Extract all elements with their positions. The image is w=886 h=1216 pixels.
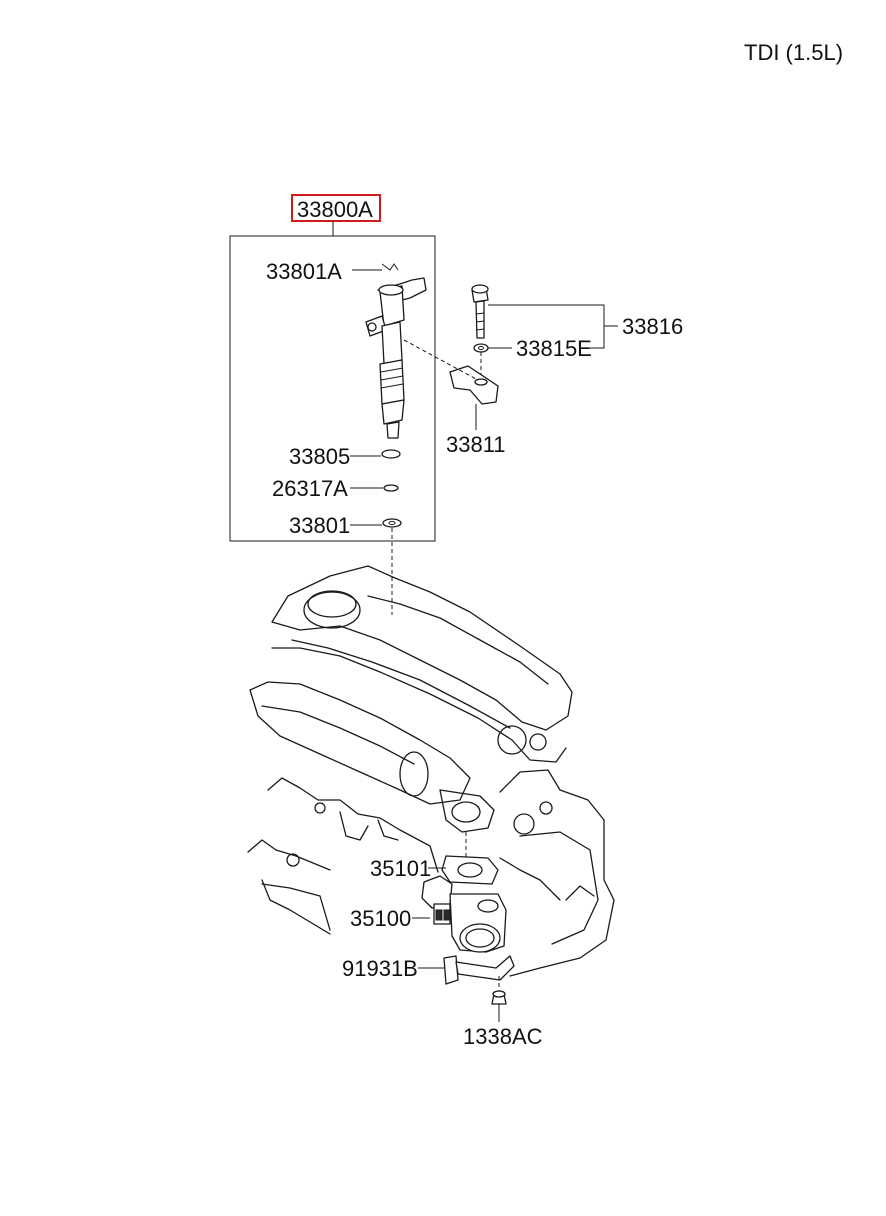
oring-26317A[interactable] xyxy=(383,484,399,492)
throttle-body-drawing[interactable] xyxy=(421,875,507,953)
part-label-33801A[interactable]: 33801A xyxy=(266,259,342,284)
bracket-drawing[interactable] xyxy=(443,955,515,985)
assembly-part-number[interactable]: 33800A xyxy=(297,197,373,222)
assembly-highlight-box[interactable] xyxy=(291,194,381,222)
part-label-33816[interactable]: 33816 xyxy=(622,314,683,339)
fuel-injector-drawing[interactable] xyxy=(365,277,427,439)
washer-33801[interactable] xyxy=(382,518,402,528)
clamp-bolt-drawing[interactable] xyxy=(471,284,489,339)
mounting-bolt-drawing[interactable] xyxy=(491,990,507,1005)
part-label-35101[interactable]: 35101 xyxy=(370,856,431,881)
gasket-drawing[interactable] xyxy=(441,855,499,885)
part-label-33815E[interactable]: 33815E xyxy=(516,336,592,361)
clip-33801A xyxy=(381,263,399,271)
clamp-alignment-line xyxy=(403,339,479,381)
engine-block-drawing xyxy=(247,565,615,977)
injector-kit-box xyxy=(229,235,436,542)
part-label-91931B[interactable]: 91931B xyxy=(342,956,418,981)
seal-33805[interactable] xyxy=(381,449,401,459)
part-label-33801[interactable]: 33801 xyxy=(289,513,350,538)
engine-variant-label: TDI (1.5L) xyxy=(744,40,843,65)
part-label-1338AC[interactable]: 1338AC xyxy=(463,1024,543,1049)
part-label-33805[interactable]: 33805 xyxy=(289,444,350,469)
injector-clamp-drawing[interactable] xyxy=(449,365,499,405)
washer-33815E[interactable] xyxy=(473,343,489,353)
part-label-35100[interactable]: 35100 xyxy=(350,906,411,931)
part-label-33811[interactable]: 33811 xyxy=(446,432,506,457)
part-label-26317A[interactable]: 26317A xyxy=(272,476,348,501)
